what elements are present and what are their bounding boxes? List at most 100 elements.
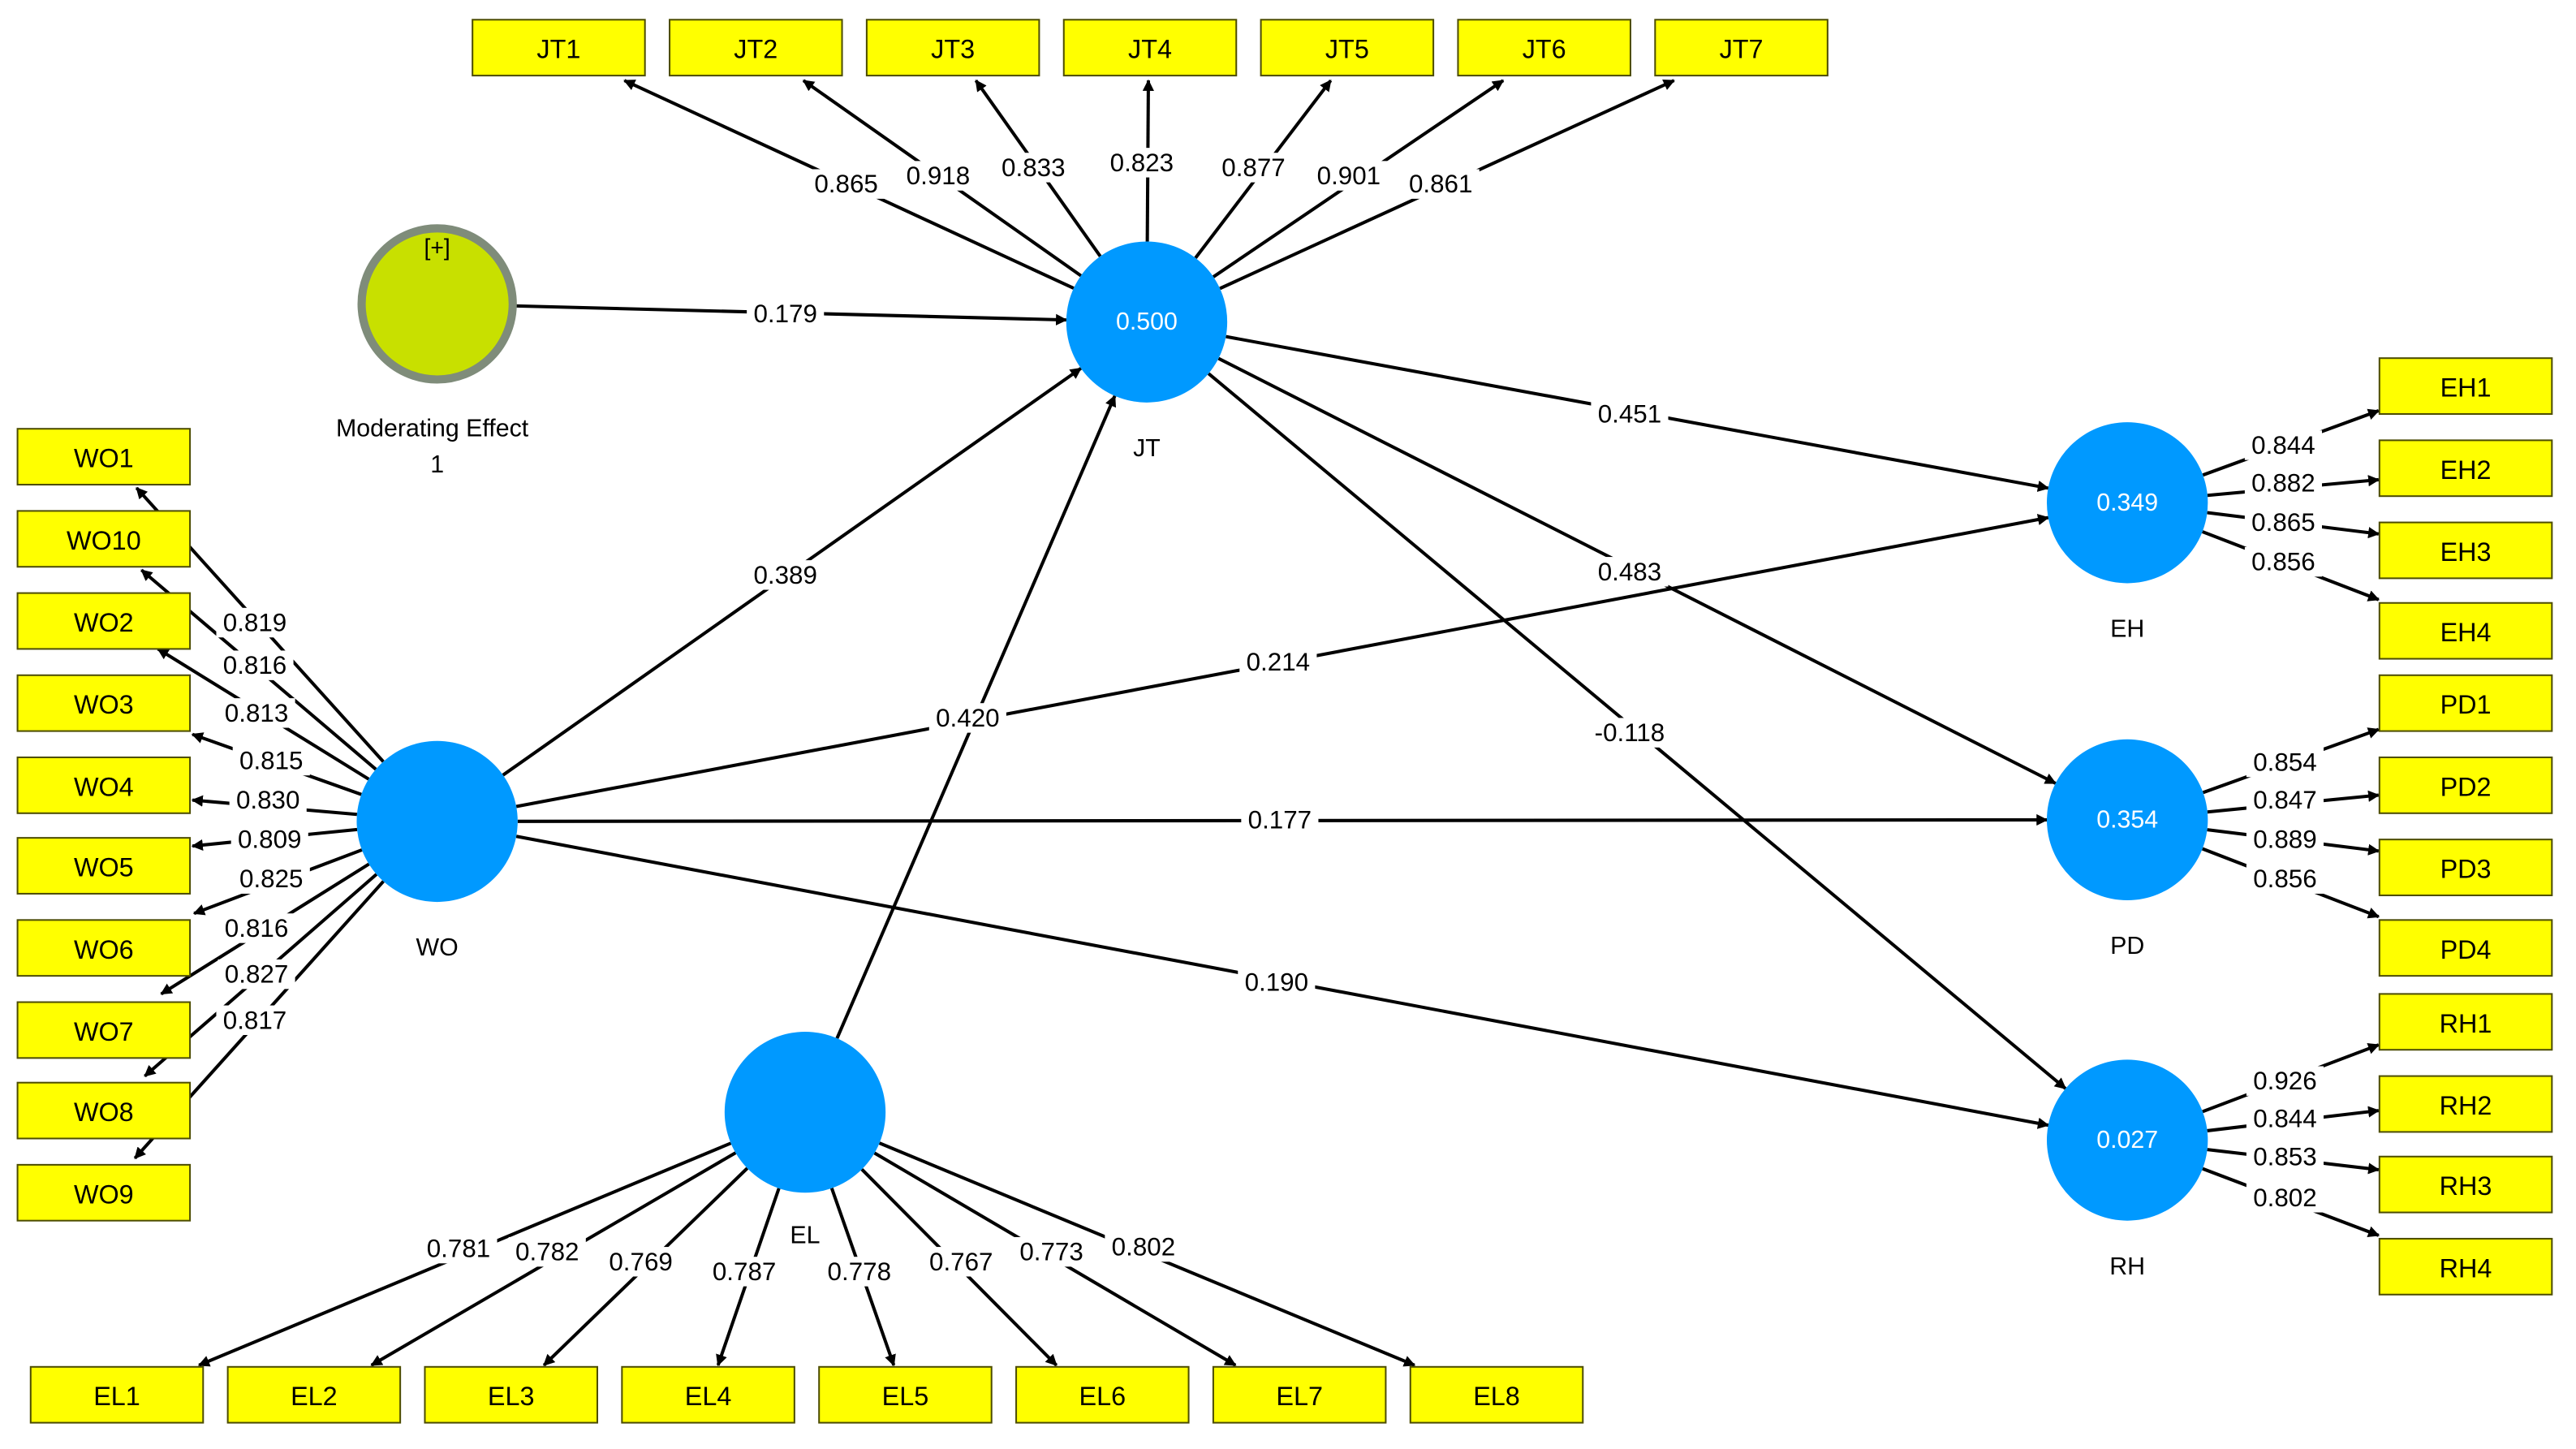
indicator-wo3[interactable]: WO3	[16, 674, 192, 732]
indicator-label: WO9	[74, 1179, 134, 1209]
indicator-label: WO4	[74, 772, 134, 801]
indicator-rh3[interactable]: RH3	[2378, 1155, 2553, 1214]
indicator-jt3[interactable]: JT3	[865, 19, 1040, 77]
indicator-rh2[interactable]: RH2	[2378, 1075, 2553, 1133]
indicator-jt5[interactable]: JT5	[1260, 19, 1435, 77]
path-coef-jt-pd-text: 0.483	[1598, 558, 1661, 586]
indicator-wo1[interactable]: WO1	[16, 428, 192, 486]
loading-wo5: 0.809	[230, 824, 308, 855]
latent-el[interactable]: EL	[724, 1031, 886, 1248]
indicator-label: JT3	[931, 35, 975, 64]
latent-wo[interactable]: WO	[356, 740, 518, 962]
loading-el8-text: 0.802	[1112, 1233, 1175, 1261]
indicator-label: WO10	[67, 526, 141, 555]
loading-eh2: 0.882	[2244, 468, 2322, 498]
indicator-el5[interactable]: EL5	[818, 1365, 993, 1424]
loading-eh3: 0.865	[2244, 507, 2322, 537]
loading-el5: 0.778	[821, 1257, 898, 1287]
loading-pd3-text: 0.889	[2253, 826, 2316, 854]
loading-jt2-text: 0.918	[907, 162, 970, 190]
loading-wo6: 0.825	[232, 864, 310, 894]
indicator-label: EH3	[2440, 537, 2492, 567]
indicator-eh1[interactable]: EH1	[2378, 357, 2553, 416]
loading-wo8-text: 0.827	[225, 960, 288, 989]
path-coef-wo-rh: 0.190	[1238, 968, 1316, 998]
indicator-pd2[interactable]: PD2	[2378, 756, 2553, 814]
indicator-jt7[interactable]: JT7	[1654, 19, 1829, 77]
loading-wo6-text: 0.825	[239, 865, 303, 893]
indicator-wo4[interactable]: WO4	[16, 756, 192, 814]
loading-wo3: 0.815	[232, 745, 310, 776]
loading-wo7: 0.816	[218, 913, 295, 943]
indicator-label: RH1	[2440, 1009, 2492, 1038]
indicator-eh4[interactable]: EH4	[2378, 602, 2553, 660]
indicator-el2[interactable]: EL2	[226, 1365, 402, 1424]
indicator-wo10[interactable]: WO10	[16, 510, 192, 568]
latent-name-wo: WO	[416, 934, 459, 961]
indicator-label: WO2	[74, 608, 134, 637]
indicator-pd1[interactable]: PD1	[2378, 674, 2553, 732]
expand-icon[interactable]: [+]	[424, 235, 450, 261]
indicator-pd3[interactable]: PD3	[2378, 839, 2553, 896]
indicator-wo2[interactable]: WO2	[16, 592, 192, 650]
r-squared-pd: 0.354	[2096, 806, 2158, 833]
indicator-wo8[interactable]: WO8	[16, 1081, 192, 1140]
indicator-wo5[interactable]: WO5	[16, 837, 192, 895]
indicator-el1[interactable]: EL1	[29, 1365, 205, 1424]
indicator-el3[interactable]: EL3	[424, 1365, 598, 1424]
loading-rh4: 0.802	[2246, 1183, 2324, 1213]
moderating-effect-node[interactable]: [+] Moderating Effect 1	[336, 224, 529, 478]
indicator-eh3[interactable]: EH3	[2378, 521, 2553, 580]
loading-jt7: 0.861	[1402, 169, 1480, 199]
loading-pd1: 0.854	[2246, 747, 2324, 778]
indicator-label: EL3	[488, 1382, 535, 1411]
moderating-effect-label-line2: 1	[430, 451, 444, 478]
indicator-jt1[interactable]: JT1	[472, 19, 646, 77]
path-coef-jt-eh: 0.451	[1591, 399, 1669, 429]
indicator-label: JT2	[734, 35, 778, 64]
indicator-eh2[interactable]: EH2	[2378, 439, 2553, 498]
path-coef-wo-pd-text: 0.177	[1248, 805, 1312, 834]
loading-el3-text: 0.769	[609, 1248, 672, 1276]
moderating-effect-label: Moderating Effect	[336, 416, 529, 442]
indicator-label: EL7	[1276, 1382, 1323, 1411]
path-coef-jt-eh-text: 0.451	[1598, 400, 1661, 429]
loading-wo4: 0.830	[229, 785, 307, 815]
loading-wo5-text: 0.809	[238, 826, 301, 854]
indicator-rh1[interactable]: RH1	[2378, 993, 2553, 1051]
indicator-pd4[interactable]: PD4	[2378, 919, 2553, 977]
loading-eh2-text: 0.882	[2251, 469, 2315, 498]
indicator-el8[interactable]: EL8	[1409, 1365, 1584, 1424]
indicator-label: WO7	[74, 1017, 134, 1046]
indicator-el7[interactable]: EL7	[1212, 1365, 1387, 1424]
loading-wo4-text: 0.830	[236, 786, 299, 814]
loading-wo1-text: 0.819	[223, 609, 286, 637]
indicator-jt4[interactable]: JT4	[1062, 19, 1238, 77]
indicator-label: PD1	[2440, 690, 2492, 719]
loading-jt5-text: 0.877	[1221, 153, 1285, 182]
loading-pd4: 0.856	[2246, 864, 2324, 894]
path-coef-wo-rh-text: 0.190	[1245, 968, 1308, 997]
loading-pd2: 0.847	[2246, 785, 2324, 815]
loading-rh1-text: 0.926	[2253, 1067, 2316, 1095]
path-coef-mod-jt: 0.179	[747, 299, 825, 329]
loading-el1: 0.781	[420, 1233, 498, 1264]
indicator-el6[interactable]: EL6	[1015, 1365, 1190, 1424]
loading-wo9: 0.817	[216, 1005, 294, 1035]
loading-rh2-text: 0.844	[2253, 1105, 2316, 1133]
indicator-rh4[interactable]: RH4	[2378, 1237, 2553, 1296]
indicator-wo9[interactable]: WO9	[16, 1163, 192, 1222]
indicator-jt2[interactable]: JT2	[669, 19, 843, 77]
loading-jt2: 0.918	[899, 161, 977, 191]
loading-pd1-text: 0.854	[2253, 748, 2316, 777]
indicator-label: EL4	[685, 1382, 732, 1411]
indicator-wo7[interactable]: WO7	[16, 1001, 192, 1059]
loading-el7: 0.773	[1013, 1236, 1091, 1267]
indicator-jt6[interactable]: JT6	[1457, 19, 1631, 77]
indicator-wo6[interactable]: WO6	[16, 919, 192, 977]
indicator-el4[interactable]: EL4	[621, 1365, 795, 1424]
